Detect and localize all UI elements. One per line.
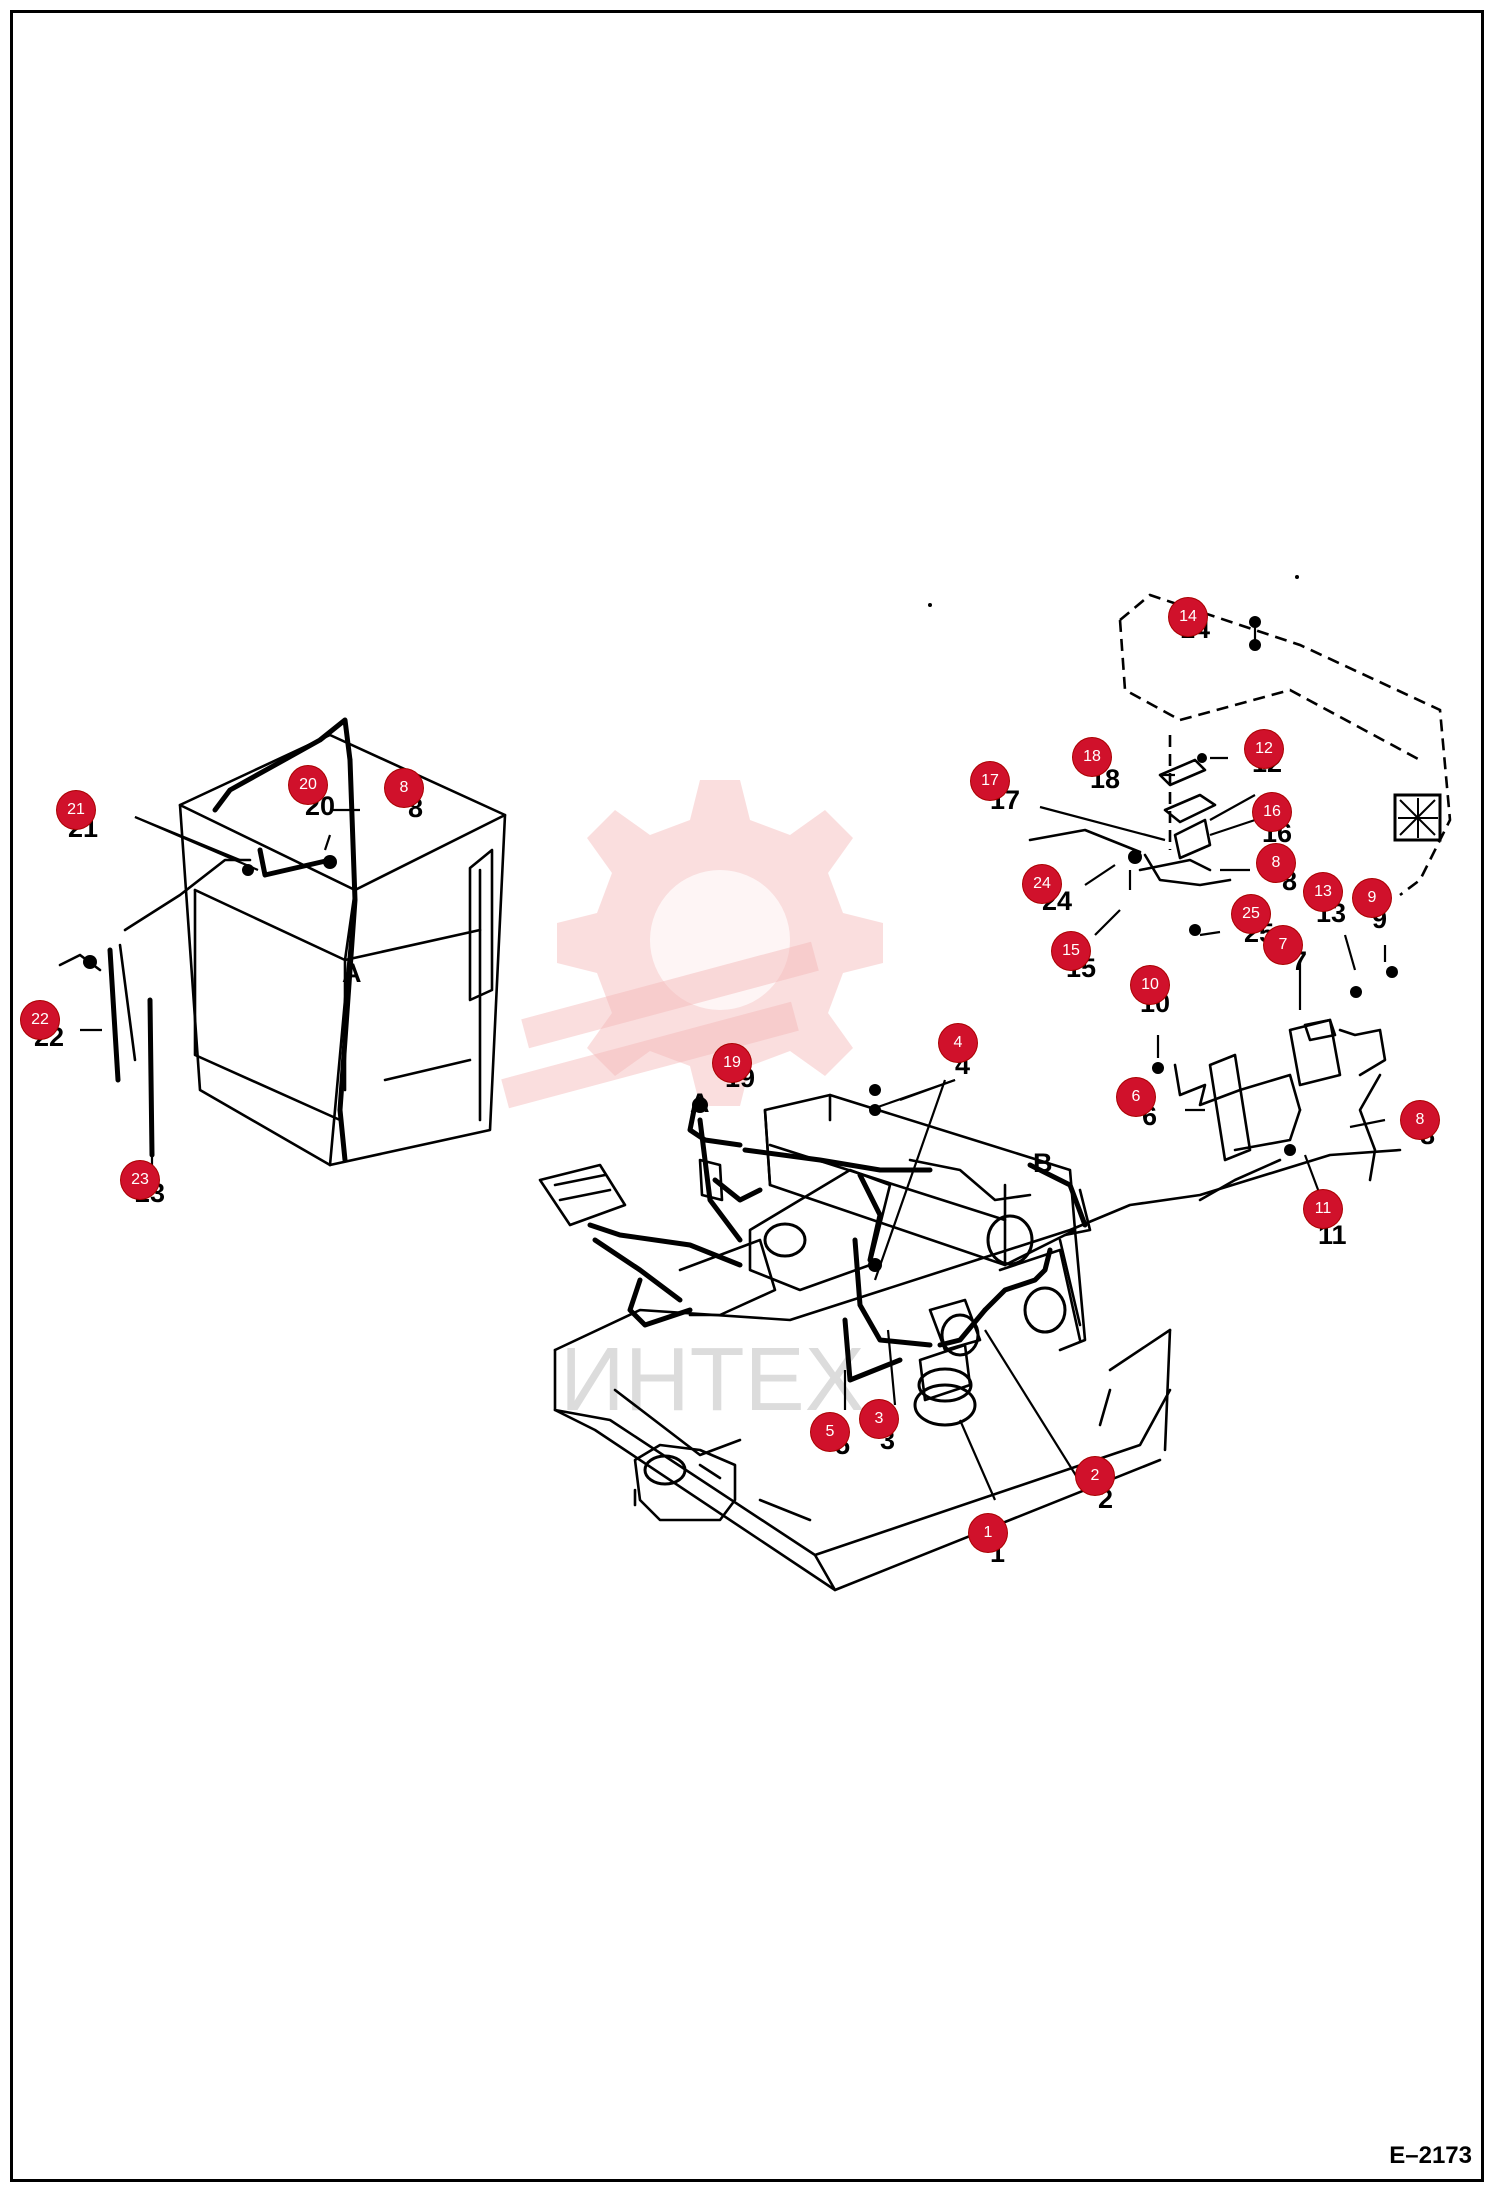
callout-8-upper[interactable]: 8 xyxy=(1257,844,1295,882)
callout-5[interactable]: 5 xyxy=(811,1413,849,1451)
callout-15[interactable]: 15 xyxy=(1052,932,1090,970)
solenoid-bracket xyxy=(1152,1018,1387,1182)
watermark-text: ИНТЕХ xyxy=(560,1330,865,1430)
callout-10[interactable]: 10 xyxy=(1131,966,1169,1004)
callout-14[interactable]: 14 xyxy=(1169,598,1207,636)
callout-19[interactable]: 19 xyxy=(713,1044,751,1082)
callout-21[interactable]: 21 xyxy=(57,791,95,829)
callout-4[interactable]: 4 xyxy=(939,1024,977,1062)
callout-20[interactable]: 20 xyxy=(289,766,327,804)
callout-18[interactable]: 18 xyxy=(1073,738,1111,776)
callout-3[interactable]: 3 xyxy=(860,1400,898,1438)
callout-12[interactable]: 12 xyxy=(1245,730,1283,768)
callout-16[interactable]: 16 xyxy=(1253,793,1291,831)
callout-25[interactable]: 25 xyxy=(1232,895,1270,933)
battery-box xyxy=(763,1093,1077,1267)
swing-motor xyxy=(633,1443,737,1522)
callout-9[interactable]: 9 xyxy=(1353,879,1391,917)
connector-label-a-harness: A xyxy=(690,1088,710,1118)
watermark-logo xyxy=(501,780,883,1109)
bracket-assembly xyxy=(1028,616,1398,998)
callout-6[interactable]: 6 xyxy=(1117,1078,1155,1116)
horn-component xyxy=(913,1298,982,1427)
leader-lines xyxy=(80,625,1387,1501)
callout-22[interactable]: 22 xyxy=(21,1001,59,1039)
callout-11[interactable]: 11 xyxy=(1304,1190,1342,1228)
callout-8-cab[interactable]: 8 xyxy=(385,769,423,807)
callout-2[interactable]: 2 xyxy=(1076,1457,1114,1495)
callout-13[interactable]: 13 xyxy=(1304,873,1342,911)
connector-label-a-cab: A xyxy=(342,958,362,988)
operator-cab xyxy=(58,717,507,1167)
callout-1[interactable]: 1 xyxy=(969,1514,1007,1552)
callout-7[interactable]: 7 xyxy=(1264,926,1302,964)
callout-24[interactable]: 24 xyxy=(1023,865,1061,903)
page-frame xyxy=(10,10,1484,2182)
callout-8-right[interactable]: 8 xyxy=(1401,1101,1439,1139)
control-module xyxy=(538,1084,1088,1383)
connector-label-b: B xyxy=(1033,1148,1053,1178)
callout-23[interactable]: 23 xyxy=(121,1161,159,1199)
document-code: E–2173 xyxy=(1389,2142,1472,2169)
engine-cover xyxy=(1118,593,1452,897)
callout-17[interactable]: 17 xyxy=(971,762,1009,800)
